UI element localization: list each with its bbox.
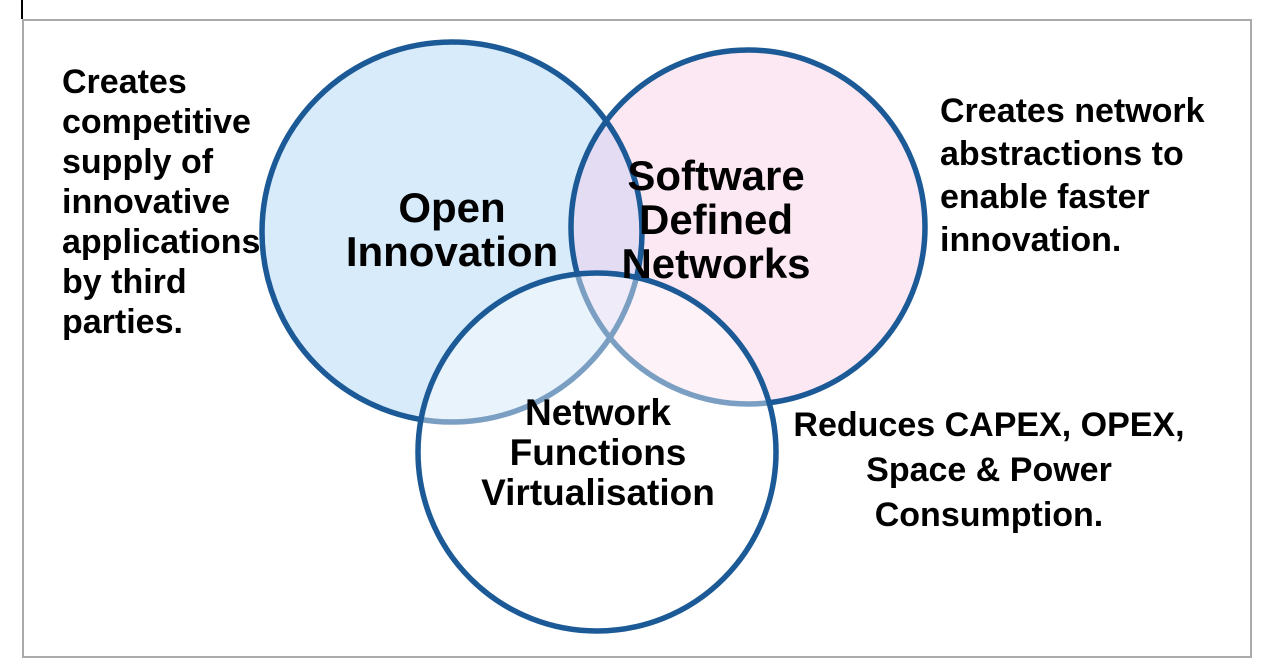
software-defined-networks-label: Software Defined Networks — [621, 152, 811, 287]
network-functions-virtualisation-label: Network Functions Virtualisation — [481, 392, 715, 513]
upper-circle-strokes — [259, 39, 928, 425]
nfv-circle-stroke-group — [415, 270, 779, 634]
open-innovation-circle-stroke — [259, 39, 645, 425]
sdn-annotation: Creates network abstractions to enable f… — [940, 92, 1205, 259]
nfv-circle-stroke — [415, 270, 779, 634]
nfv-annotation: Reduces CAPEX, OPEX, Space & Power Consu… — [793, 406, 1185, 534]
open-innovation-label: Open Innovation — [345, 184, 559, 275]
open-innovation-annotation: Creates competitive supply of innovative… — [62, 63, 261, 341]
nfv-circle-fill — [418, 273, 776, 631]
open-innovation-circle-fill — [262, 42, 642, 422]
sdn-circle-fill — [571, 50, 925, 404]
text-cursor-mark — [21, 0, 23, 19]
sdn-circle-stroke — [568, 47, 928, 407]
